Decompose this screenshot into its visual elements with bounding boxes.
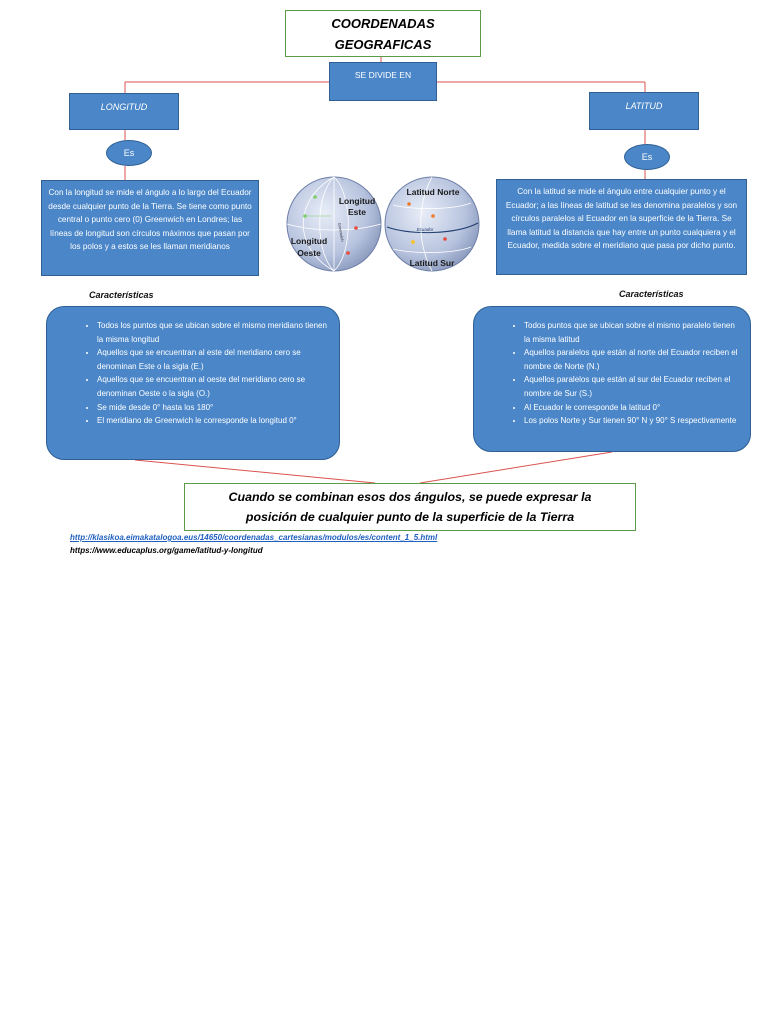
longitud-characteristics-label: Características bbox=[89, 290, 154, 300]
conclusion-line2: posición de cualquier punto de la superf… bbox=[245, 510, 575, 524]
divide-box: SE DIVIDE EN bbox=[329, 62, 437, 101]
list-item: Aquellos que se encuentran al este del m… bbox=[97, 346, 329, 373]
latitud-es-oval: Es bbox=[624, 144, 670, 170]
longitud-description: Con la longitud se mide el ángulo a lo l… bbox=[48, 188, 252, 252]
connector-left-to-conclusion bbox=[134, 459, 376, 484]
longitud-este-label-1: Longitud bbox=[339, 196, 375, 206]
list-item: Todos puntos que se ubican sobre el mism… bbox=[524, 319, 740, 346]
title-line2: GEOGRAFICAS bbox=[334, 36, 432, 52]
list-item: El meridiano de Greenwich le corresponde… bbox=[97, 414, 329, 428]
list-item: Aquellos que se encuentran al oeste del … bbox=[97, 373, 329, 400]
latitud-header: LATITUD bbox=[625, 101, 663, 111]
latitud-description-box: Con la latitud se mide el ángulo entre c… bbox=[496, 179, 747, 275]
ecuador-label: Ecuador bbox=[417, 227, 434, 232]
connector-right-to-conclusion bbox=[419, 451, 613, 484]
list-item: Aquellos paralelos que están al sur del … bbox=[524, 373, 740, 400]
globes-illustration: Greenwich Longitud Este Longitud Oeste E… bbox=[286, 176, 480, 272]
conclusion-line1: Cuando se combinan esos dos ángulos, se … bbox=[228, 490, 592, 504]
latitud-characteristics-label: Características bbox=[619, 289, 684, 299]
latitud-characteristics-list: Todos puntos que se ubican sobre el mism… bbox=[474, 307, 750, 428]
longitud-este-label-2: Este bbox=[348, 207, 366, 217]
longitud-characteristics-box: Todos los puntos que se ubican sobre el … bbox=[46, 306, 340, 460]
title-box: COORDENADAS GEOGRAFICAS bbox=[285, 10, 481, 57]
list-item: Se mide desde 0° hasta los 180° bbox=[97, 401, 329, 415]
longitud-header-box: LONGITUD bbox=[69, 93, 179, 130]
longitude-globe: Greenwich Longitud Este Longitud Oeste bbox=[286, 176, 382, 272]
longitud-es-label: Es bbox=[123, 148, 135, 158]
list-item: Aquellos paralelos que están al norte de… bbox=[524, 346, 740, 373]
longitud-header: LONGITUD bbox=[100, 102, 148, 112]
reference-link-klasikoa[interactable]: http://klasikoa.eimakatalogoa.eus/14650/… bbox=[70, 533, 438, 542]
greenwich-label: Greenwich bbox=[337, 222, 345, 242]
title-line1: COORDENADAS bbox=[331, 15, 435, 31]
latitud-description: Con la latitud se mide el ángulo entre c… bbox=[505, 187, 738, 251]
list-item: Los polos Norte y Sur tienen 90° N y 90°… bbox=[524, 414, 740, 428]
longitud-es-oval: Es bbox=[106, 140, 152, 166]
latitud-sur-label: Latitud Sur bbox=[410, 258, 456, 268]
longitud-characteristics-list: Todos los puntos que se ubican sobre el … bbox=[47, 307, 339, 428]
longitud-oeste-label-2: Oeste bbox=[297, 248, 321, 258]
list-item: Al Ecuador le corresponde la latitud 0° bbox=[524, 401, 740, 415]
divide-label: SE DIVIDE EN bbox=[354, 70, 412, 80]
latitud-norte-label: Latitud Norte bbox=[407, 187, 460, 197]
reference-educaplus: https://www.educaplus.org/game/latitud-y… bbox=[70, 546, 263, 555]
conclusion-box: Cuando se combinan esos dos ángulos, se … bbox=[184, 483, 636, 531]
longitud-oeste-label-1: Longitud bbox=[291, 236, 327, 246]
latitude-globe: Ecuador Latitud Norte Latitud Sur bbox=[384, 176, 480, 272]
latitud-es-label: Es bbox=[641, 152, 653, 162]
latitud-header-box: LATITUD bbox=[589, 92, 699, 130]
list-item: Todos los puntos que se ubican sobre el … bbox=[97, 319, 329, 346]
latitud-characteristics-box: Todos puntos que se ubican sobre el mism… bbox=[473, 306, 751, 452]
longitud-description-box: Con la longitud se mide el ángulo a lo l… bbox=[41, 180, 259, 276]
